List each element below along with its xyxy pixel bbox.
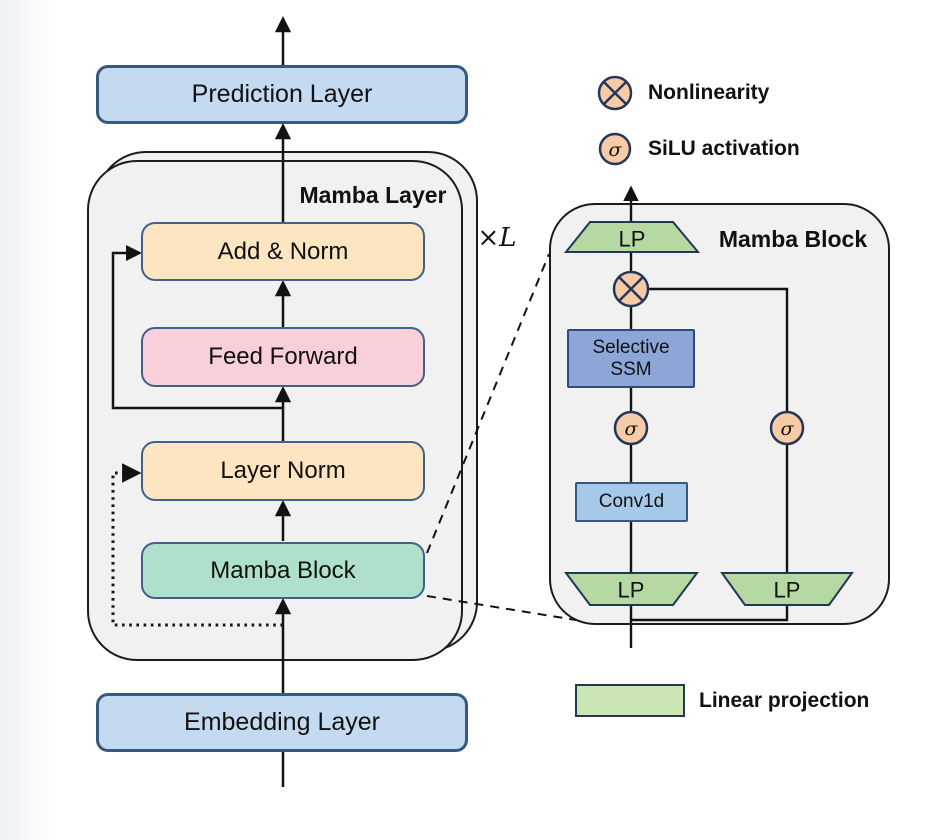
mamba-block-title: Mamba Block <box>718 225 868 252</box>
add-norm-box: Add & Norm <box>141 222 425 281</box>
conv1d-box: Conv1d <box>575 482 688 522</box>
mamba-block-label: Mamba Block <box>210 556 356 584</box>
repeat-count-label: ×L <box>477 223 517 253</box>
multiply-x-icon <box>602 80 628 106</box>
sigma-glyph: σ <box>609 139 623 161</box>
residual-connection <box>111 244 283 410</box>
zoom-connectors <box>426 253 577 621</box>
lp-left-label: LP <box>618 578 645 603</box>
embedding-layer-box: Embedding Layer <box>96 693 468 752</box>
gate-branch-bottom <box>631 605 789 622</box>
legend-nonlinearity-icon <box>597 75 633 111</box>
dotted-skip-connection <box>111 463 283 627</box>
layer-norm-box: Layer Norm <box>141 441 425 501</box>
selective-ssm-label: Selective SSM <box>592 336 670 380</box>
legend-nonlinearity-label: Nonlinearity <box>648 81 770 104</box>
silu-node-left: σ <box>613 410 649 446</box>
lp-top-trapezoid <box>563 221 701 253</box>
selective-ssm-box: Selective SSM <box>567 329 695 388</box>
lp-top-label: LP <box>619 227 646 252</box>
dashed-connector-top <box>426 253 550 554</box>
legend-linear-projection-label: Linear projection <box>699 688 870 712</box>
gate-branch-top <box>648 287 789 412</box>
mamba-layer-title: Mamba Layer <box>299 181 447 208</box>
mamba-block-box: Mamba Block <box>141 542 425 599</box>
mamba-block-container <box>549 203 890 625</box>
lp-right-label: LP <box>774 578 801 603</box>
multiply-node <box>612 270 650 308</box>
lp-right-trapezoid <box>720 572 854 606</box>
silu-node-right: σ <box>769 410 805 446</box>
left-wires <box>111 16 292 787</box>
page-edge-gradient <box>0 0 55 840</box>
add-norm-label: Add & Norm <box>217 237 349 265</box>
linear-projections <box>563 221 854 606</box>
sigma-glyph: σ <box>625 418 639 440</box>
feed-forward-box: Feed Forward <box>141 327 425 387</box>
legend-silu-icon: σ <box>598 132 632 166</box>
lp-left-trapezoid <box>564 572 699 606</box>
legend-linear-projection-swatch <box>575 684 685 717</box>
embedding-layer-label: Embedding Layer <box>184 708 380 737</box>
sigma-glyph: σ <box>781 418 795 440</box>
right-wires <box>623 185 789 648</box>
conv1d-label: Conv1d <box>598 491 665 513</box>
layer-norm-label: Layer Norm <box>220 457 346 485</box>
feed-forward-label: Feed Forward <box>208 343 358 371</box>
legend-silu-label: SiLU activation <box>648 137 800 160</box>
multiply-x-icon <box>618 276 644 302</box>
dashed-connector-bottom <box>426 595 577 621</box>
prediction-layer-box: Prediction Layer <box>96 65 468 124</box>
prediction-layer-label: Prediction Layer <box>191 80 373 109</box>
